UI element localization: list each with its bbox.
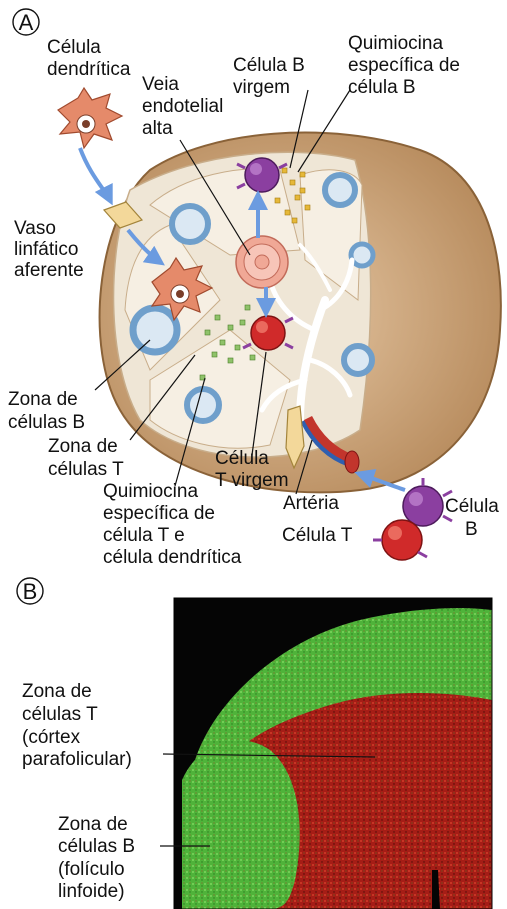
label-micro-t-zone: Zona de células T (córtex parafolicular) [22, 681, 132, 770]
label-t-chemokine: Quimiocina específica de célula T e célu… [103, 481, 242, 568]
panel-b-letter: B [23, 579, 38, 604]
label-artery: Artéria [283, 493, 339, 514]
follicle [325, 175, 355, 205]
label-hev: Veia endotelial alta [142, 74, 229, 139]
arrow-dc-to-vessel [80, 148, 110, 200]
label-micro-b-zone: Zona de células B (folículo linfoide) [58, 814, 140, 902]
label-b-chemokine: Quimiocina específica de célula B [348, 33, 465, 98]
follicle [344, 346, 372, 374]
label-b-cell: Célula B [445, 496, 504, 540]
panel-b: B Zona de células T (córtex parafolicula… [17, 578, 492, 909]
label-b-zone: Zona de células B [8, 389, 85, 433]
panel-a-letter: A [19, 10, 34, 35]
label-afferent-vessel: Vaso linfático aferente [14, 218, 84, 281]
panel-a: A [8, 9, 504, 568]
follicle [172, 206, 208, 242]
micrograph [174, 598, 492, 909]
label-dendritic-cell: Célula dendrítica [47, 37, 131, 80]
dendritic-cell-free [58, 88, 122, 148]
follicle [351, 244, 373, 266]
follicle [133, 308, 177, 352]
label-t-cell: Célula T [282, 525, 353, 546]
label-naive-b-cell: Célula B virgem [233, 55, 310, 98]
follicle [187, 389, 219, 421]
label-t-zone: Zona de células T [48, 436, 124, 480]
